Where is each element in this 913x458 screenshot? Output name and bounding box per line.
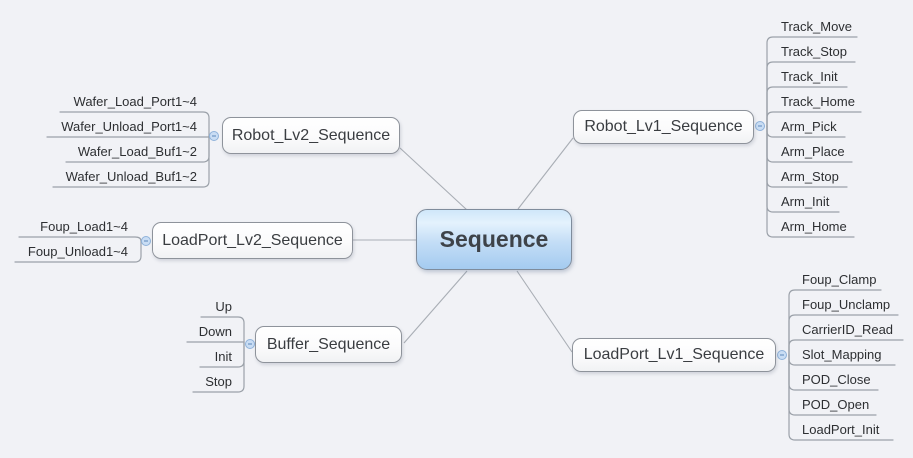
subtopic-wafer-unload-buf[interactable]: Wafer_Unload_Buf1~2 <box>65 169 197 184</box>
subtopic-arm-home[interactable]: Arm_Home <box>781 219 847 234</box>
subtopic-line <box>59 111 210 137</box>
subtopic-foup-unclamp[interactable]: Foup_Unclamp <box>802 297 891 312</box>
subtopic-line <box>46 135 210 138</box>
topic-loadport-lv1-sequence[interactable]: LoadPort_Lv1_Sequence <box>572 338 776 372</box>
subtopic-line <box>766 125 855 238</box>
branch-lines <box>353 137 574 353</box>
subtopic-line <box>766 111 862 127</box>
subtopic-arm-stop[interactable]: Arm_Stop <box>781 169 839 184</box>
subtopic-up[interactable]: Up <box>215 299 232 314</box>
subtopic-arm-pick[interactable]: Arm_Pick <box>781 119 837 134</box>
subtopic-wafer-load-port[interactable]: Wafer_Load_Port1~4 <box>73 94 197 109</box>
root-topic-sequence[interactable]: Sequence <box>416 209 572 270</box>
subtopic-wafer-load-buf[interactable]: Wafer_Load_Buf1~2 <box>77 144 197 159</box>
topic-robot-lv2-sequence[interactable]: Robot_Lv2_Sequence <box>222 117 400 154</box>
subtopic-track-move[interactable]: Track_Move <box>781 19 853 34</box>
subtopic-line <box>788 354 894 441</box>
collapse-toggle-icon[interactable] <box>245 339 255 349</box>
subtopic-foup-unload[interactable]: Foup_Unload1~4 <box>27 244 128 259</box>
branch-line-buffer <box>403 270 468 344</box>
collapse-toggles <box>141 121 787 360</box>
subtopic-lines <box>14 36 904 441</box>
subtopic-down[interactable]: Down <box>198 324 232 339</box>
subtopic-line <box>14 240 142 263</box>
subtopic-line <box>788 289 882 356</box>
collapse-toggle-icon[interactable] <box>209 131 219 141</box>
collapse-toggle-icon[interactable] <box>755 121 765 131</box>
topic-robot-lv1-sequence[interactable]: Robot_Lv1_Sequence <box>573 110 754 144</box>
branch-line-robot-lv2 <box>399 147 468 211</box>
subtopic-track-home[interactable]: Track_Home <box>781 94 855 109</box>
collapse-toggle-icon[interactable] <box>777 350 787 360</box>
subtopic-line <box>52 135 210 188</box>
subtopic-line <box>766 86 848 127</box>
branch-line-loadport-lv1 <box>516 270 573 353</box>
subtopic-line <box>766 61 856 127</box>
subtopic-line <box>788 339 904 356</box>
subtopic-line <box>18 236 142 242</box>
topic-loadport-lv2-sequence[interactable]: LoadPort_Lv2_Sequence <box>152 222 353 259</box>
subtopic-line <box>788 314 899 356</box>
subtopic-slot-mapping[interactable]: Slot_Mapping <box>802 347 882 362</box>
subtopic-line <box>766 36 858 127</box>
subtopic-pod-close[interactable]: POD_Close <box>802 372 871 387</box>
subtopic-wafer-unload-port[interactable]: Wafer_Unload_Port1~4 <box>61 119 197 134</box>
subtopic-arm-init[interactable]: Arm_Init <box>781 194 830 209</box>
collapse-toggle-icon[interactable] <box>141 236 151 246</box>
subtopic-init[interactable]: Init <box>214 349 232 364</box>
subtopic-loadport-init[interactable]: LoadPort_Init <box>802 422 880 437</box>
topic-buffer-sequence[interactable]: Buffer_Sequence <box>255 326 402 363</box>
subtopic-line <box>186 341 245 345</box>
subtopic-line <box>192 343 245 393</box>
subtopic-track-init[interactable]: Track_Init <box>781 69 838 84</box>
subtopic-arm-place[interactable]: Arm_Place <box>781 144 845 159</box>
subtopic-foup-load[interactable]: Foup_Load1~4 <box>40 219 128 234</box>
subtopic-line <box>200 316 245 345</box>
subtopic-stop[interactable]: Stop <box>205 374 232 389</box>
subtopic-track-stop[interactable]: Track_Stop <box>781 44 847 59</box>
subtopic-foup-clamp[interactable]: Foup_Clamp <box>802 272 877 287</box>
subtopic-carrierid-read[interactable]: CarrierID_Read <box>802 322 894 337</box>
branch-line-robot-lv1 <box>517 137 574 210</box>
subtopic-pod-open[interactable]: POD_Open <box>802 397 870 412</box>
